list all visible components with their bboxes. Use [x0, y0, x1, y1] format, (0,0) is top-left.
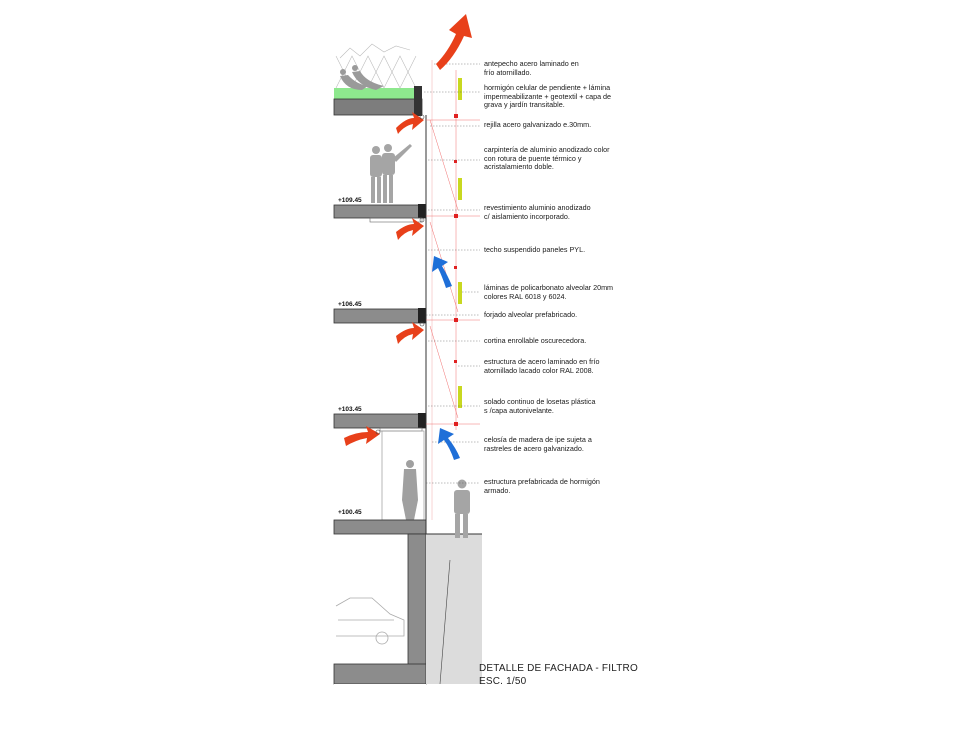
- basement-wall: [407, 533, 427, 685]
- person-silhouette-icon: [454, 479, 470, 538]
- note-cortina: cortina enrollable oscurecedora.: [484, 336, 587, 345]
- leader-lines: [424, 63, 480, 484]
- red-anchor-marks: [454, 114, 458, 426]
- drawing-scale: ESC. 1/50: [479, 676, 527, 687]
- level-label: +109.45: [338, 197, 362, 204]
- note-techo: techo suspendido paneles PYL.: [484, 245, 586, 254]
- level-label: +100.45: [338, 509, 362, 516]
- note-policarbonato: láminas de policarbonato alveolar 20mm c…: [484, 283, 614, 301]
- terrain: [426, 534, 482, 684]
- basement-floor: [333, 663, 427, 685]
- car-outline-icon: [335, 597, 405, 645]
- level-label: +106.45: [338, 301, 362, 308]
- note-rejilla: rejilla acero galvanizado e.30mm.: [484, 120, 592, 129]
- note-hormigon-celular: hormigón celular de pendiente + lámina i…: [484, 83, 612, 110]
- person-silhouette-icon: [402, 460, 418, 520]
- warm-air-arrow-icon: [436, 14, 472, 70]
- slab-100: [333, 519, 427, 535]
- note-revestimiento: revestimiento aluminio anodizado c/ aisl…: [484, 203, 591, 221]
- slab-103: [333, 413, 427, 429]
- person-silhouette-icon: [370, 144, 412, 203]
- green-roof: [334, 88, 418, 99]
- cool-air-arrow-icon: [438, 428, 460, 460]
- warm-air-arrow-icon: [396, 322, 424, 344]
- polycarbonate-panels: [458, 78, 462, 408]
- warm-air-arrow-icon: [344, 426, 380, 446]
- slab-109: [333, 204, 427, 219]
- note-estructura-acero: estructura de acero laminado en frío ato…: [484, 357, 600, 375]
- note-forjado: forjado alveolar prefabricado.: [484, 310, 578, 319]
- slab-106: [333, 308, 427, 324]
- warm-air-arrow-icon: [396, 112, 424, 134]
- note-solado: solado continuo de losetas plástica s /c…: [484, 397, 596, 415]
- warm-air-arrow-icon: [396, 218, 424, 240]
- person-silhouette-icon: [340, 65, 384, 90]
- level-label: +103.45: [338, 406, 362, 413]
- note-celosia: celosía de madera de ipe sujeta a rastre…: [484, 435, 592, 453]
- ground-glazing: [381, 430, 425, 521]
- roof-slab: [333, 98, 423, 116]
- note-carpinteria: carpintería de aluminio anodizado color …: [484, 145, 610, 172]
- drawing-title: DETALLE DE FACHADA - FILTRO: [479, 663, 638, 674]
- note-estructura-hormigon: estructura prefabricada de hormigón arma…: [484, 477, 600, 495]
- note-antepecho: antepecho acero laminado en frío atornil…: [484, 59, 579, 77]
- cool-air-arrow-icon: [432, 256, 452, 288]
